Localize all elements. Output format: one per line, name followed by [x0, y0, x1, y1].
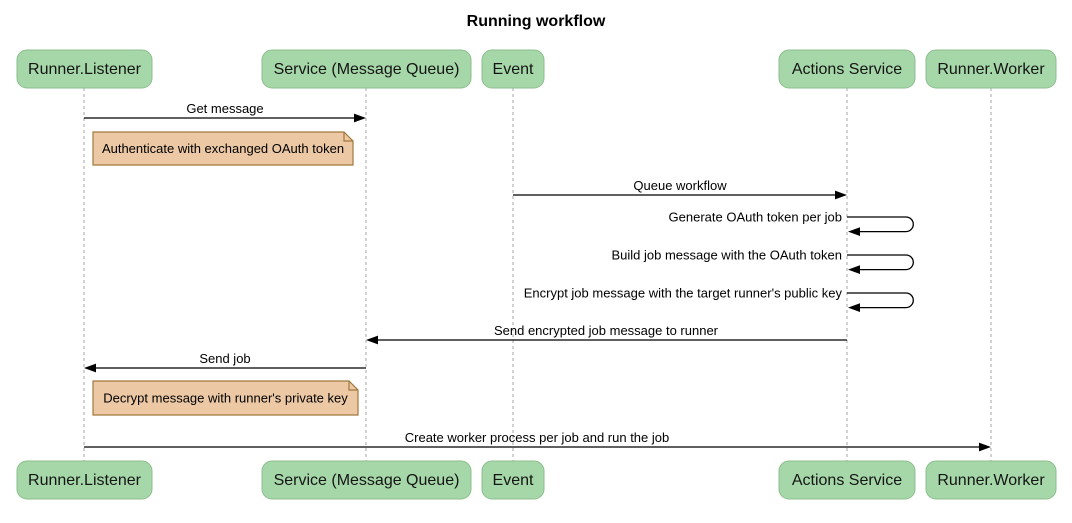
actor-label: Actions Service: [792, 472, 902, 489]
message-create-worker-process: Create worker process per job and run th…: [84, 430, 991, 452]
actor-label: Service (Message Queue): [274, 472, 460, 489]
note-fold-icon: [348, 381, 358, 391]
message-send-encrypted-job: Send encrypted job message to runner: [366, 323, 847, 345]
actor-top-runner-listener: Runner.Listener: [16, 49, 153, 89]
note-label: Decrypt message with runner's private ke…: [103, 391, 348, 406]
note-shape: [92, 380, 359, 416]
message-build-job-message: Build job message with the OAuth token: [611, 248, 914, 274]
arrowhead-left-icon: [848, 303, 860, 312]
message-label: Create worker process per job and run th…: [405, 430, 669, 445]
actor-bottom-runner-worker: Runner.Worker: [925, 460, 1057, 500]
actor-label: Actions Service: [792, 61, 902, 78]
actor-bottom-runner-listener: Runner.Listener: [16, 460, 153, 500]
self-loop-line: [847, 216, 914, 233]
message-label: Send job: [199, 351, 250, 366]
arrowhead-left-icon: [84, 363, 96, 373]
note-decrypt: Decrypt message with runner's private ke…: [92, 380, 359, 416]
actor-box: [16, 49, 153, 89]
message-label: Build job message with the OAuth token: [611, 248, 842, 263]
actor-box: [925, 49, 1057, 89]
note-fold-icon: [343, 132, 353, 142]
actor-top-actions-service: Actions Service: [778, 49, 916, 89]
actor-top-event: Event: [481, 49, 545, 89]
message-label: Encrypt job message with the target runn…: [524, 286, 843, 301]
arrowhead-left-icon: [366, 335, 378, 345]
actor-label: Runner.Worker: [937, 61, 1045, 78]
actor-box: [925, 460, 1057, 500]
actor-label: Event: [493, 61, 534, 78]
actor-label: Runner.Listener: [28, 472, 142, 489]
arrowhead-left-icon: [848, 265, 860, 274]
actor-bottom-event: Event: [481, 460, 545, 500]
message-queue-workflow: Queue workflow: [513, 178, 847, 200]
actor-top-service-message-queue: Service (Message Queue): [261, 49, 472, 89]
message-label: Get message: [186, 101, 263, 116]
actor-label: Runner.Listener: [28, 61, 142, 78]
actor-label: Runner.Worker: [937, 472, 1045, 489]
actor-bottom-service-message-queue: Service (Message Queue): [261, 460, 472, 500]
actor-box: [778, 49, 916, 89]
diagram-title: Running workflow: [467, 13, 606, 30]
actor-box: [481, 49, 545, 89]
message-send-job: Send job: [84, 351, 366, 373]
message-label: Send encrypted job message to runner: [494, 323, 719, 338]
arrowhead-right-icon: [835, 190, 847, 200]
arrowhead-right-icon: [354, 113, 366, 123]
actor-box: [16, 460, 153, 500]
actor-box: [481, 460, 545, 500]
actor-box: [778, 460, 916, 500]
message-generate-oauth-token: Generate OAuth token per job: [669, 210, 914, 236]
message-label: Queue workflow: [633, 178, 727, 193]
note-label: Authenticate with exchanged OAuth token: [102, 141, 344, 156]
actor-box: [261, 460, 472, 500]
message-get-message: Get message: [84, 101, 366, 123]
actor-label: Service (Message Queue): [274, 61, 460, 78]
actor-top-runner-worker: Runner.Worker: [925, 49, 1057, 89]
self-loop-line: [847, 254, 914, 271]
actor-bottom-actions-service: Actions Service: [778, 460, 916, 500]
arrowhead-left-icon: [848, 227, 860, 236]
arrowhead-right-icon: [979, 442, 991, 452]
actor-label: Event: [493, 472, 534, 489]
note-shape: [92, 131, 354, 166]
note-authenticate: Authenticate with exchanged OAuth token: [92, 131, 354, 166]
self-loop-line: [847, 292, 914, 309]
message-encrypt-job-message: Encrypt job message with the target runn…: [524, 286, 914, 312]
message-label: Generate OAuth token per job: [669, 210, 842, 225]
actor-box: [261, 49, 472, 89]
